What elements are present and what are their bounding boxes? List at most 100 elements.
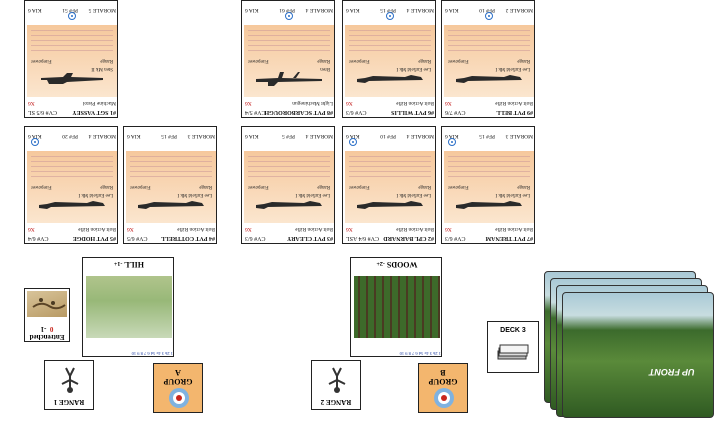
pf-value: PF# 20 — [62, 133, 78, 139]
firepower-label: Firepower — [448, 184, 469, 189]
weapon-type: Bolt Action Rifle — [295, 226, 333, 232]
rifle-icon — [357, 75, 423, 83]
weapon-name: Lee Enfield Mk I — [495, 192, 530, 197]
weapon-type: Bolt Action Rifle — [78, 226, 116, 232]
weapon-name: Lee Enfield Mk I — [177, 192, 212, 197]
kia-value: X6 — [346, 226, 353, 232]
kia-value: X6 — [245, 100, 252, 106]
weapon-name: Lee Enfield Mk I — [295, 192, 330, 197]
entrenched-value-1: 0 — [49, 325, 54, 333]
kia-value: X6 — [445, 226, 452, 232]
kia-value: X6 — [127, 226, 134, 232]
weapon-name: Bren — [320, 66, 330, 71]
deck-indicator[interactable]: DECK 3 — [487, 321, 539, 373]
weapon-type: Bolt Action Rifle — [177, 226, 215, 232]
range-label: Range — [317, 58, 330, 63]
terrain-card-hill[interactable]: 1 2b 3 4c 5d 6 7 8 9 10 HILL -1+ — [82, 257, 174, 357]
soldier-name: #1 SGT VASSEY — [72, 109, 116, 115]
firepower-label: Firepower — [349, 58, 370, 63]
machinegun-icon — [256, 72, 322, 86]
range-label: Range — [100, 184, 113, 189]
firepower-label: Firepower — [31, 184, 52, 189]
terrain-image — [27, 291, 67, 317]
firepower-table — [248, 153, 330, 181]
weapon-type: Bolt Action Rifle — [495, 226, 533, 232]
deck-label: DECK 3 — [500, 327, 526, 334]
firepower-label: Firepower — [31, 58, 52, 63]
firepower-label: Firepower — [448, 58, 469, 63]
terrain-mod: -2+ — [376, 260, 385, 266]
soldier-cv: CV# 6/3 — [245, 235, 266, 241]
status-marker-icon — [485, 12, 493, 20]
draw-pile-top[interactable]: UP FRONT — [562, 292, 714, 418]
firepower-table — [349, 153, 431, 181]
kia-value: X6 — [346, 100, 353, 106]
smg-icon — [41, 73, 103, 84]
firepower-table — [448, 27, 530, 55]
status-marker-icon — [349, 138, 357, 146]
firepower-table — [31, 27, 113, 55]
soldier-silhouette-icon — [328, 367, 346, 393]
morale: MORALE 3 — [187, 133, 215, 139]
entrenched-label: Entrenched — [29, 333, 65, 341]
target-icon — [434, 388, 454, 408]
weapon-name: Sten Mk II — [91, 66, 113, 71]
soldier-cv: CV# 6/5 SL — [28, 109, 58, 115]
soldier-card[interactable]: #1 SGT VASSEY CV# 6/5 SL Machine Pistol X6… — [24, 0, 118, 118]
weapon-panel: Lee Enfield Mk I Range Firepower — [444, 25, 534, 97]
range-1-card[interactable]: RANGE 1 — [44, 360, 94, 410]
range-2-card[interactable]: RANGE 2 — [311, 360, 361, 410]
entrenched-card[interactable]: Entrenched 0 -1 — [24, 288, 70, 342]
soldier-name: #6 PVT WILLIS — [391, 109, 434, 115]
soldier-name: #2 CPL BARNARD — [383, 235, 434, 241]
firepower-label: Firepower — [130, 184, 151, 189]
terrain-row: 1 2b 3 4c 5d 6 7 8 9 10 — [131, 351, 173, 356]
group-letter: B — [440, 368, 446, 377]
terrain-card-woods[interactable]: 1 2b 3 4c 5d 6 7 8 9 10 WOODS -2+ — [350, 257, 442, 357]
range-label: Range — [517, 184, 530, 189]
soldier-name: #9 PVT BELL — [496, 109, 533, 115]
pf-value: PF# 15 — [479, 133, 495, 139]
kia-foot: KIA 6 — [127, 133, 141, 139]
pf-value: PF# 10 — [380, 133, 396, 139]
range-label: Range — [100, 58, 113, 63]
soldier-cv: CV# 6/5 — [127, 235, 148, 241]
weapon-panel: Sten Mk II Range Firepower — [27, 25, 117, 97]
morale: MORALE 4 — [305, 7, 333, 13]
weapon-name: Lee Enfield Mk I — [78, 192, 113, 197]
firepower-table — [31, 153, 113, 181]
weapon-type: Machine Pistol — [82, 100, 116, 106]
soldier-cv: CV# 5/4 — [245, 109, 266, 115]
soldier-name: #3 PVT CLEARY — [286, 235, 333, 241]
firepower-table — [349, 27, 431, 55]
terrain-title: WOODS — [386, 260, 418, 269]
kia-value: X6 — [28, 100, 35, 106]
soldier-cv: CV# 7/6 — [445, 109, 466, 115]
rifle-icon — [138, 201, 204, 209]
weapon-name: Lee Enfield Mk I — [396, 192, 431, 197]
range-label: Range — [418, 184, 431, 189]
weapon-type: Bolt Action Rifle — [396, 100, 434, 106]
status-marker-icon — [285, 12, 293, 20]
kia-foot: KIA 6 — [245, 7, 259, 13]
soldier-name: #7 PVT TRENAM — [485, 235, 533, 241]
kia-value: X6 — [28, 226, 35, 232]
weapon-name: Lee Enfield Mk I — [495, 66, 530, 71]
terrain-title: HILL — [124, 260, 144, 269]
hill-image — [86, 276, 172, 338]
soldier-name: #5 PVT HODGE — [72, 235, 116, 241]
range-label: Range — [517, 58, 530, 63]
soldier-cv: CV# 6/4 ASL — [346, 235, 380, 241]
